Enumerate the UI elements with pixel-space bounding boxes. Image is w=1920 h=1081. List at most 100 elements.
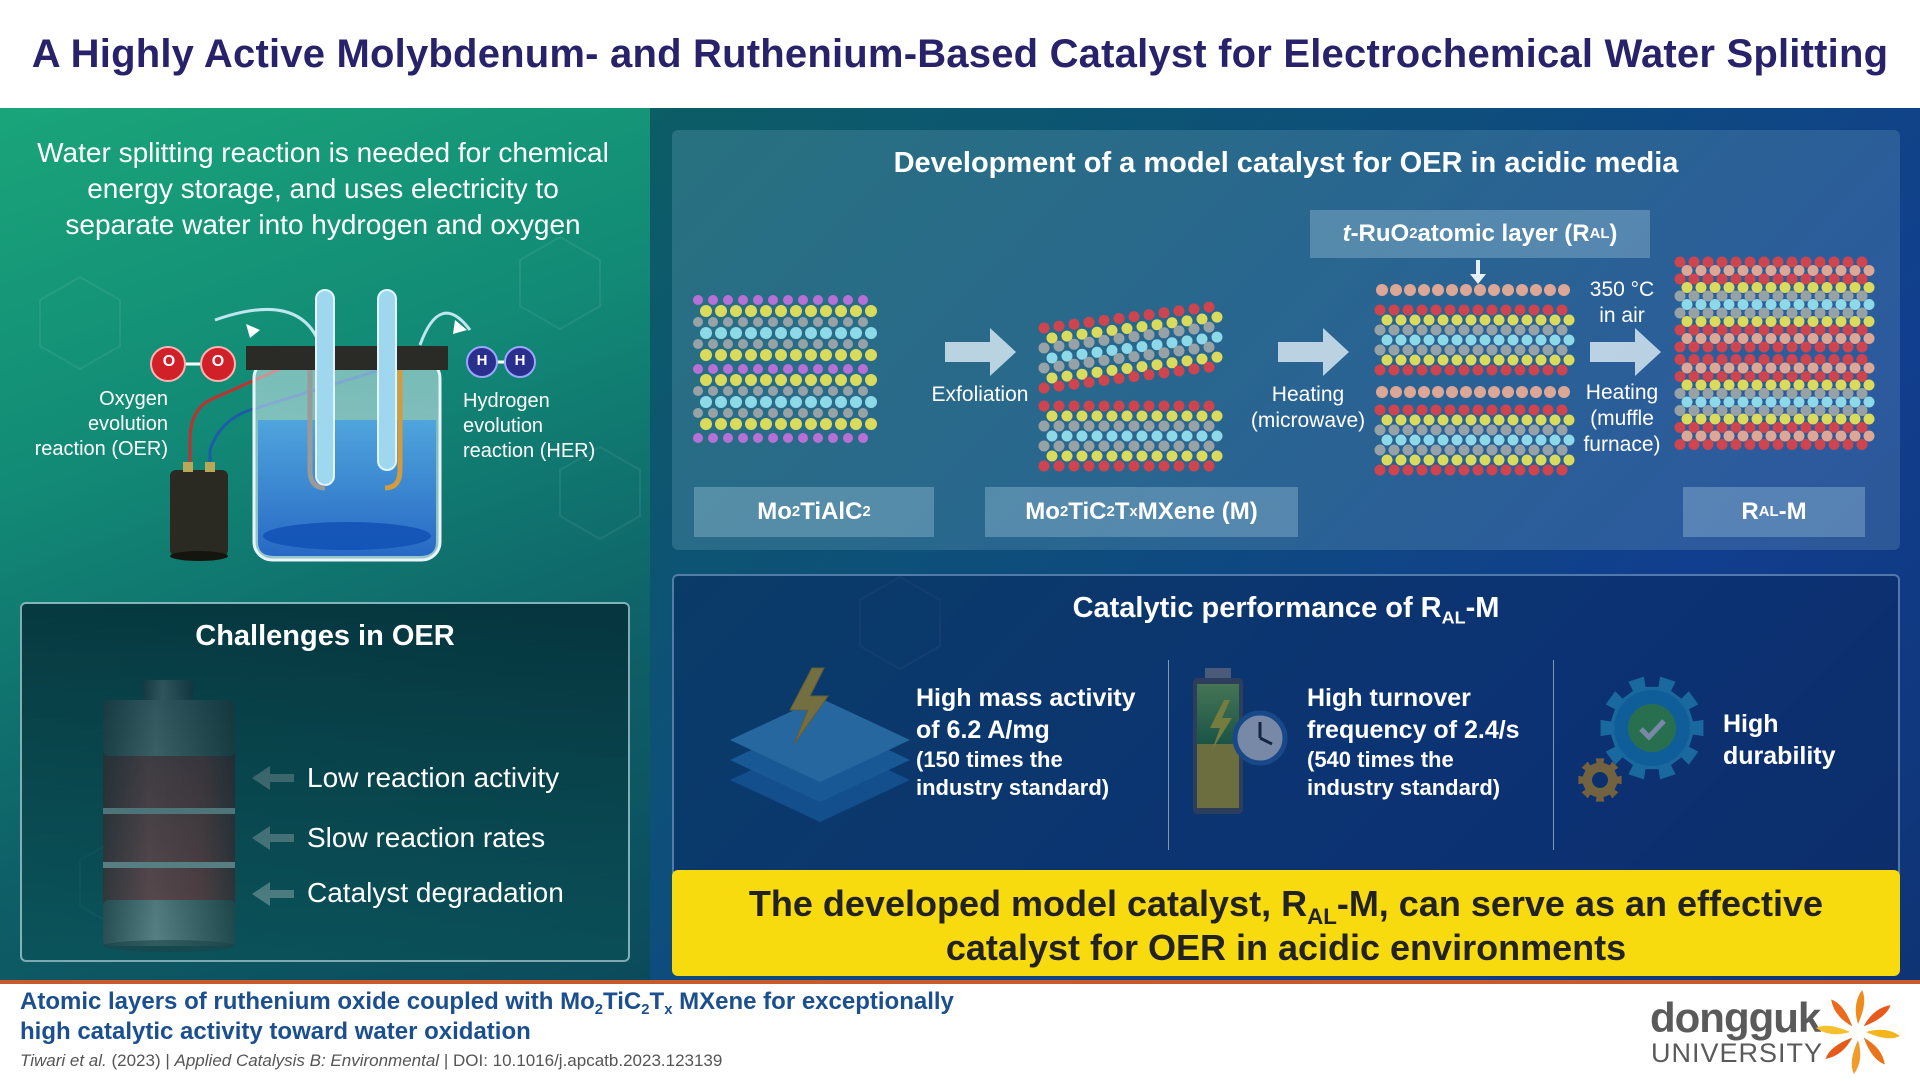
atom: [1451, 354, 1463, 366]
atom: [1681, 430, 1693, 442]
atom: [1556, 464, 1568, 476]
formula-part: MXene (M): [1137, 498, 1258, 525]
atom: [1158, 440, 1170, 452]
perf-sub: (540 times the: [1307, 747, 1454, 772]
atom: [790, 396, 802, 408]
atom: [1158, 460, 1170, 472]
atom: [1514, 344, 1526, 356]
ru-atom: [1502, 386, 1514, 398]
atom: [1437, 454, 1449, 466]
atom: [1800, 422, 1812, 433]
atom: [1151, 430, 1163, 442]
atom: [775, 305, 787, 317]
atom: [1444, 324, 1456, 336]
atom: [1772, 290, 1784, 302]
process-arrows: [945, 260, 1661, 376]
mxene-structure: [1038, 301, 1223, 472]
atom: [1472, 424, 1484, 436]
atom: [1709, 282, 1721, 293]
atom: [700, 374, 712, 386]
atom: [1702, 422, 1714, 433]
atom: [1416, 344, 1428, 356]
footer: [0, 980, 1920, 1081]
atom: [1143, 329, 1155, 341]
atom: [1166, 410, 1178, 422]
paper-part: T: [649, 988, 665, 1015]
atom: [835, 418, 847, 430]
atom: [1143, 400, 1155, 412]
atom: [1136, 450, 1148, 462]
atom: [1842, 307, 1854, 319]
ru-atom: [1474, 284, 1486, 296]
atom: [1709, 316, 1721, 327]
atom: [1563, 434, 1575, 446]
atom: [865, 305, 877, 317]
atom: [1068, 338, 1080, 350]
atom: [1765, 316, 1777, 327]
atom: [1849, 282, 1861, 293]
atom: [1765, 413, 1777, 425]
exfoliation-label: Exfoliation: [931, 383, 1029, 406]
atom: [1765, 362, 1777, 374]
atom: [1723, 265, 1735, 276]
atom: [1136, 361, 1148, 373]
atom: [693, 295, 703, 305]
atom: [1381, 334, 1393, 346]
atom: [1521, 314, 1533, 326]
atom: [1828, 324, 1840, 336]
atom: [1402, 344, 1414, 356]
atom: [1181, 450, 1193, 462]
atom: [1674, 290, 1686, 302]
atom: [1083, 400, 1095, 412]
atom: [693, 339, 703, 349]
atom: [1542, 344, 1554, 356]
atom: [1535, 314, 1547, 326]
atom: [1842, 256, 1854, 268]
atom: [1402, 404, 1414, 416]
atom: [1038, 420, 1050, 432]
atom: [1196, 450, 1208, 462]
atom: [1521, 354, 1533, 366]
paper-title-line: Atomic layers of ruthenium oxide coupled…: [20, 987, 954, 1018]
atom: [850, 374, 862, 386]
hydrogen-atom-label: H: [514, 352, 526, 369]
atom: [1856, 439, 1868, 450]
atom: [1772, 422, 1784, 433]
atom: [1800, 341, 1812, 353]
atom: [1121, 450, 1133, 462]
atom: [1514, 364, 1526, 376]
atom: [1465, 354, 1477, 366]
ru-atom: [1488, 284, 1500, 296]
atom: [1113, 373, 1125, 384]
atom: [1083, 440, 1095, 452]
perf-head: High: [1723, 710, 1779, 738]
atom: [1723, 362, 1735, 374]
atom: [1507, 454, 1519, 466]
atom: [805, 349, 817, 361]
atom: [1472, 304, 1484, 316]
atom: [1388, 304, 1400, 316]
atom: [865, 418, 877, 430]
ru-atom: [1404, 386, 1416, 398]
atom: [768, 433, 778, 443]
atom: [775, 374, 787, 386]
atom: [1053, 320, 1065, 332]
title-sub: AL: [1441, 607, 1466, 628]
paper-title: Atomic layers of ruthenium oxide coupled…: [20, 987, 954, 1047]
atom: [1444, 464, 1456, 476]
atom: [783, 433, 793, 443]
atom: [1121, 363, 1133, 374]
atom: [1535, 354, 1547, 366]
atom: [1535, 434, 1547, 446]
atom: [730, 305, 742, 317]
step-line: Heating: [1271, 383, 1345, 406]
atom: [1681, 333, 1693, 344]
atom: [1076, 410, 1088, 422]
atom: [1479, 334, 1491, 346]
atom: [1203, 321, 1215, 333]
atom: [1563, 314, 1575, 326]
atom: [1807, 333, 1819, 344]
atom: [1758, 341, 1770, 353]
atom: [1528, 344, 1540, 356]
atom: [1068, 440, 1080, 452]
